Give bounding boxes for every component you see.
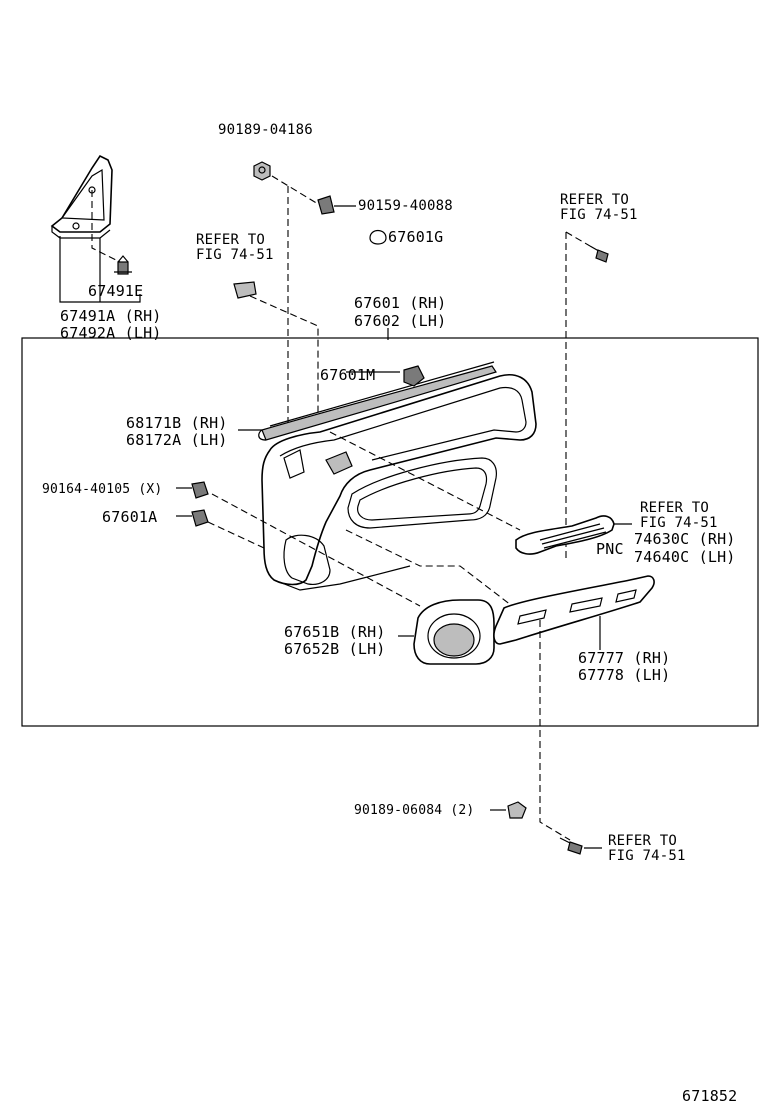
lower-trim-67777 xyxy=(493,575,655,645)
screw-top-right xyxy=(589,245,609,263)
speaker-grille-67651b xyxy=(413,599,495,665)
label-refer-mid-1: REFER TO xyxy=(196,232,266,248)
screw-90159-40088 xyxy=(317,195,356,215)
label-67652b: 67652B (LH) xyxy=(284,640,386,658)
label-refer-handle-2: FIG 74-51 xyxy=(640,515,718,531)
plug-67601g xyxy=(369,229,387,245)
clip-90189-04186 xyxy=(253,161,271,181)
label-90189-04186: 90189-04186 xyxy=(218,122,313,138)
label-90159-40088: 90159-40088 xyxy=(358,198,453,214)
clip-67491e xyxy=(114,255,132,275)
label-74630c: 74630C (RH) xyxy=(634,530,736,548)
figure-number: 671852 xyxy=(682,1087,738,1105)
label-refer-top-right-2: FIG 74-51 xyxy=(560,207,638,223)
clip-67601a xyxy=(176,509,209,527)
screw-90164-40105 xyxy=(176,481,209,499)
label-67601: 67601 (RH) xyxy=(354,294,447,312)
label-67492a: 67492A (LH) xyxy=(60,324,162,342)
label-67651b: 67651B (RH) xyxy=(284,623,386,641)
label-68172a: 68172A (LH) xyxy=(126,431,228,449)
label-68171b: 68171B (RH) xyxy=(126,414,228,432)
label-90189-06084: 90189-06084 (2) xyxy=(354,803,475,818)
label-refer-bottom-2: FIG 74-51 xyxy=(608,848,686,864)
weatherstrip-68171b xyxy=(258,361,497,441)
label-pnc: PNC xyxy=(596,540,624,558)
door-trim-board xyxy=(261,374,537,591)
label-67777: 67777 (RH) xyxy=(578,649,671,667)
label-refer-mid-2: FIG 74-51 xyxy=(196,247,274,263)
mirror-cover-67491a xyxy=(50,154,113,239)
label-67601a: 67601A xyxy=(102,508,158,526)
retainer-clip-mid xyxy=(233,281,257,299)
label-67601m: 67601M xyxy=(320,366,376,384)
label-74640c: 74640C (LH) xyxy=(634,548,736,566)
label-67491a: 67491A (RH) xyxy=(60,307,162,325)
label-67602: 67602 (LH) xyxy=(354,312,447,330)
label-90164-40105: 90164-40105 (X) xyxy=(42,482,163,497)
screw-bottom xyxy=(559,837,583,855)
label-67601g: 67601G xyxy=(388,228,444,246)
assembly-frame xyxy=(21,337,759,727)
clip-90189-06084 xyxy=(490,801,527,819)
armrest-handle-74630c xyxy=(515,515,615,555)
label-refer-top-right-1: REFER TO xyxy=(560,192,630,208)
label-67778: 67778 (LH) xyxy=(578,666,671,684)
label-refer-bottom-1: REFER TO xyxy=(608,833,678,849)
clip-67601m xyxy=(403,365,425,387)
label-refer-handle-1: REFER TO xyxy=(640,500,710,516)
label-67491e: 67491E xyxy=(88,282,144,300)
